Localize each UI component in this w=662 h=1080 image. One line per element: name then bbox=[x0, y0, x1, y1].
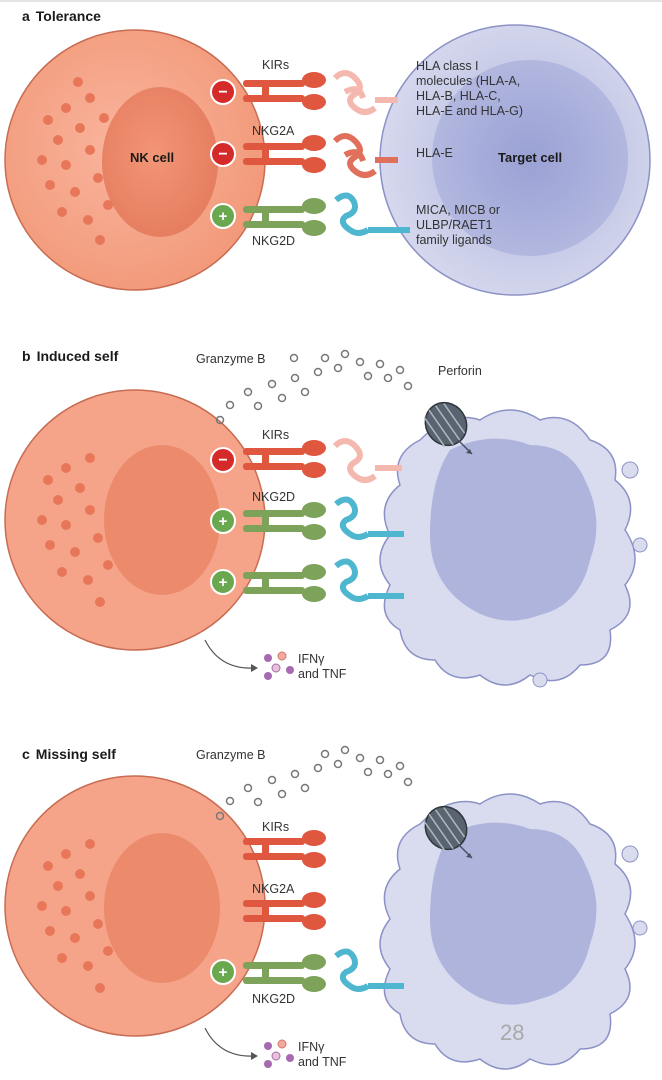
nkg2d-receptor-b1 bbox=[243, 502, 326, 540]
cytokine-label-b1: IFNγ bbox=[298, 652, 325, 666]
hla-ligand-b bbox=[332, 438, 402, 483]
svg-text:+: + bbox=[219, 574, 228, 591]
nkg2d-label-c: NKG2D bbox=[252, 992, 296, 1006]
panel-c-letter: c bbox=[22, 746, 30, 762]
nkg2d-ligand-b2 bbox=[334, 558, 404, 602]
svg-text:−: − bbox=[218, 84, 227, 101]
granzyme-b-label-c: Granzyme B bbox=[196, 748, 266, 762]
activating-sign-b1: + bbox=[210, 508, 236, 534]
activating-sign-c: + bbox=[210, 959, 236, 985]
target-cell-label: Target cell bbox=[498, 150, 563, 165]
granzyme-b-particles-c bbox=[215, 745, 413, 821]
hla-e-label: HLA-E bbox=[416, 146, 453, 160]
granzyme-b-particles bbox=[215, 349, 413, 425]
cytokine-label-c1: IFNγ bbox=[298, 1040, 325, 1054]
kirs-label-c: KIRs bbox=[262, 820, 290, 834]
cytokine-label-c2: and TNF bbox=[298, 1055, 347, 1069]
nk-granules bbox=[37, 77, 113, 245]
activating-sign-b2: + bbox=[210, 569, 236, 595]
page-number: 28 bbox=[500, 1020, 525, 1045]
inhibitory-sign-b: − bbox=[210, 447, 236, 473]
panel-c-name: Missing self bbox=[35, 746, 116, 762]
nkg2d-receptor bbox=[243, 198, 326, 236]
kir-receptor-c bbox=[243, 830, 326, 868]
hla-e-ligand bbox=[332, 133, 398, 178]
panel-c-illustration: + bbox=[4, 745, 648, 1070]
cytokine-arrow-c bbox=[204, 1027, 256, 1057]
panel-missing-self: + c Missing self Granzyme B KIRs NKG2A NK… bbox=[0, 736, 662, 1080]
activating-sign-nkg2d: + bbox=[210, 203, 236, 229]
panel-a-illustration: − − + bbox=[4, 24, 651, 296]
nkg2a-receptor bbox=[243, 135, 326, 173]
nk-nucleus-c bbox=[104, 833, 220, 983]
cytokine-label-b2: and TNF bbox=[298, 667, 347, 681]
granzyme-b-label-b: Granzyme B bbox=[196, 352, 266, 366]
top-border bbox=[0, 0, 662, 2]
panel-a-name: Tolerance bbox=[35, 8, 101, 24]
cytokine-particles-b bbox=[264, 651, 294, 680]
nk-granules-b bbox=[37, 453, 113, 607]
perforin-pore-c bbox=[423, 805, 473, 859]
svg-text:−: − bbox=[218, 146, 227, 163]
mica-label: MICA, MICB or ULBP/RAET1 family ligands bbox=[416, 203, 501, 247]
panel-a-title: a Tolerance bbox=[22, 8, 101, 24]
mica-ligand bbox=[334, 192, 410, 236]
nkg2d-ligand-b1 bbox=[334, 496, 404, 540]
nk-cell-label: NK cell bbox=[130, 150, 175, 165]
nkg2a-label: NKG2A bbox=[252, 124, 295, 138]
target-cell-nucleus bbox=[432, 60, 628, 256]
svg-text:+: + bbox=[219, 964, 228, 981]
nk-cell-nucleus bbox=[102, 87, 218, 237]
cytokine-arrow-b bbox=[204, 639, 256, 669]
perforin-label: Perforin bbox=[438, 364, 482, 378]
nk-nucleus-b bbox=[104, 445, 220, 595]
nkg2d-ligand-c bbox=[334, 948, 404, 992]
nkg2d-receptor-b2 bbox=[243, 564, 326, 602]
nkg2a-label-c: NKG2A bbox=[252, 882, 295, 896]
cytokine-particles-c bbox=[264, 1039, 294, 1068]
panel-b-illustration: − + + bbox=[4, 349, 648, 688]
nkg2a-receptor-c bbox=[243, 892, 326, 930]
inhibitory-sign-nkg2a: − bbox=[210, 141, 236, 167]
panel-tolerance: − − + a Tolerance NK cell Target cell KIR… bbox=[0, 0, 662, 350]
panel-a-letter: a bbox=[22, 8, 30, 24]
nkg2d-label: NKG2D bbox=[252, 234, 296, 248]
panel-b-name: Induced self bbox=[36, 348, 119, 364]
kirs-label-b: KIRs bbox=[262, 428, 290, 442]
hla-class-i-ligand bbox=[332, 70, 398, 115]
svg-text:+: + bbox=[219, 208, 228, 225]
perforin-pore bbox=[423, 401, 473, 455]
target-nucleus-b bbox=[430, 438, 597, 621]
svg-text:−: − bbox=[218, 452, 227, 469]
nkg2d-receptor-c bbox=[243, 954, 326, 992]
target-nucleus-c bbox=[430, 822, 597, 1005]
nkg2d-label-b: NKG2D bbox=[252, 490, 296, 504]
kirs-label: KIRs bbox=[262, 58, 290, 72]
inhibitory-sign-kir: − bbox=[210, 79, 236, 105]
hla-class-i-label: HLA class I molecules (HLA-A, HLA-B, HLA… bbox=[416, 59, 523, 118]
kir-receptor-b bbox=[243, 440, 326, 478]
panel-c-title: c Missing self bbox=[22, 746, 116, 762]
panel-b-letter: b bbox=[22, 348, 31, 364]
nk-granules-c bbox=[37, 839, 113, 993]
kir-receptor bbox=[243, 72, 326, 110]
svg-text:+: + bbox=[219, 513, 228, 530]
panel-b-title: b Induced self bbox=[22, 348, 118, 364]
